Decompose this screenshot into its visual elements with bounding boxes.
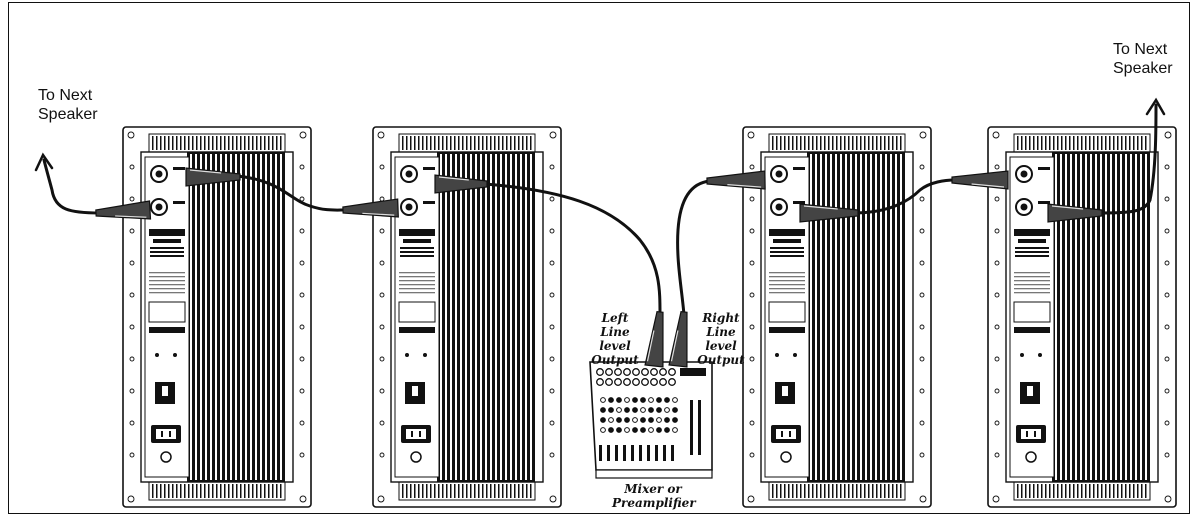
diagram-border [8, 2, 1190, 514]
arrowheads [34, 97, 1166, 172]
left-line-output-label: Left Line level Output [591, 311, 639, 367]
speaker-1 [122, 126, 312, 508]
right-line-output-label: Right Line level Output [697, 311, 745, 367]
xlr-plugs [95, 167, 1103, 368]
to-next-speaker-right-label: To Next Speaker [1113, 41, 1173, 77]
to-next-speaker-left-label: To Next Speaker [38, 87, 98, 123]
speaker-4 [987, 126, 1177, 508]
cables [42, 103, 1158, 317]
speaker-3 [742, 126, 932, 508]
mixer-label: Mixer or Preamplifier [612, 482, 696, 510]
mixer-device [589, 361, 713, 479]
